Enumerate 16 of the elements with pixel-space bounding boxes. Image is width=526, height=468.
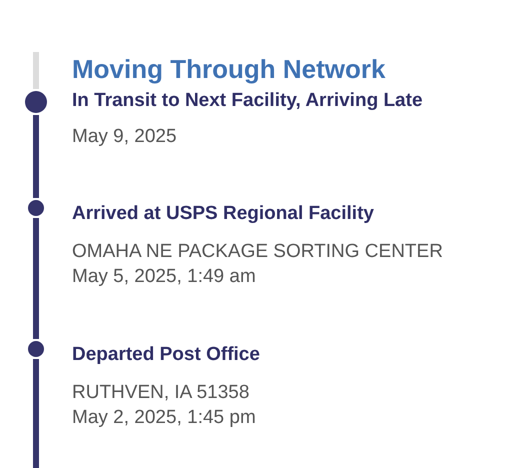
event-status: Arrived at USPS Regional Facility — [72, 202, 374, 226]
event-detail: May 2, 2025, 1:45 pm — [72, 406, 256, 430]
event-detail: RUTHVEN, IA 51358 — [72, 381, 250, 405]
timeline-line — [33, 218, 39, 339]
timeline-dot — [28, 200, 44, 216]
timeline-dot — [28, 341, 44, 357]
event-status: In Transit to Next Facility, Arriving Late — [72, 89, 423, 113]
event-detail: May 9, 2025 — [72, 125, 177, 149]
event-detail: OMAHA NE PACKAGE SORTING CENTER — [72, 240, 443, 264]
section-heading: Moving Through Network — [72, 53, 386, 85]
timeline-line — [33, 359, 39, 468]
timeline-line — [33, 115, 39, 198]
event-status: Departed Post Office — [72, 343, 260, 367]
timeline-dot — [25, 91, 47, 113]
event-detail: May 5, 2025, 1:49 am — [72, 265, 256, 289]
timeline-line — [33, 52, 39, 89]
